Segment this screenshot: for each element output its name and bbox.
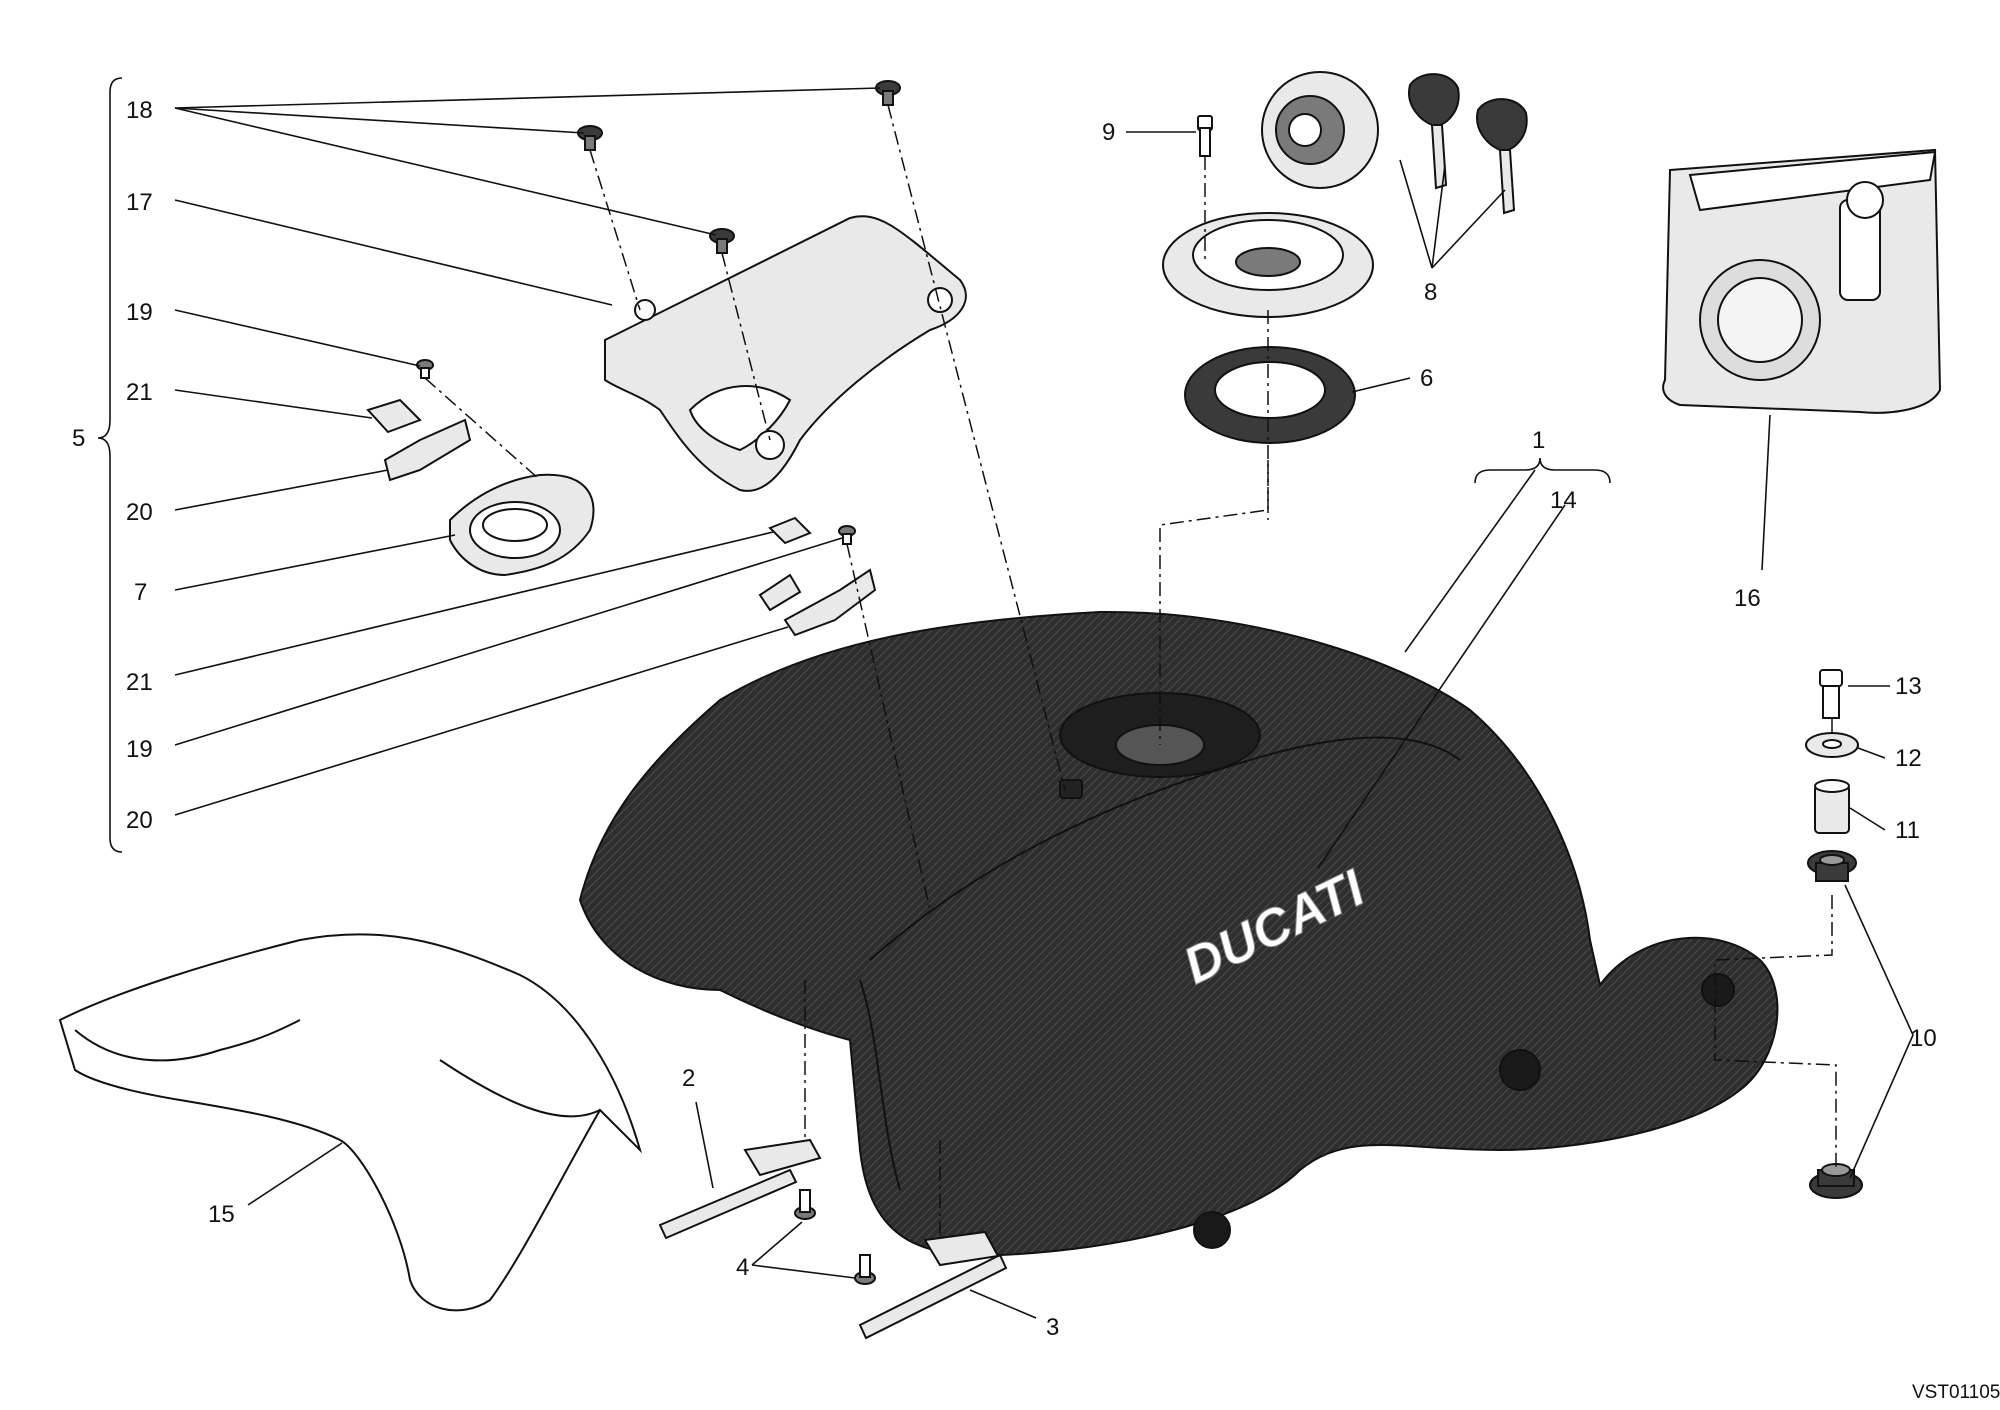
callout-9: 9 [1102,119,1115,146]
screw-4-a [794,1189,816,1220]
screw-19-lower [838,525,856,545]
callout-6: 6 [1420,365,1433,392]
clip-21-upper [366,398,422,434]
drawing-code: VST01105 [1912,1382,2000,1403]
callout-8: 8 [1424,279,1437,306]
callout-17: 17 [126,189,153,216]
screw-18-a [577,125,603,151]
ignition-key-1 [1408,73,1460,190]
callout-11: 11 [1895,817,1920,844]
grommet-10-bottom [1809,1163,1863,1199]
callout-10: 10 [1910,1025,1937,1052]
callout-1: 1 [1532,427,1545,454]
cap-gasket [1184,346,1356,444]
spacer-11 [1814,779,1850,834]
fuel-tank: DUCATI [578,610,1779,1257]
callout-18: 18 [126,97,153,124]
callout-20-upper: 20 [126,499,153,526]
grommet-10-top [1807,850,1857,882]
callout-19-upper: 19 [126,299,153,326]
callout-21-upper: 21 [126,379,153,406]
fuel-pump-module [1662,148,1942,414]
callout-2: 2 [682,1065,695,1092]
clip-21-lower [768,516,812,545]
callout-3: 3 [1046,1314,1059,1341]
screw-18-b [709,228,735,254]
bracket-at-tank [758,573,802,612]
spring-clip [449,473,595,577]
bracket-20-upper [383,418,472,482]
ignition-key-2 [1476,98,1528,215]
callout-12: 12 [1895,745,1922,772]
callout-21-lower: 21 [126,669,153,696]
pin-3 [858,1230,1008,1340]
group-5-bracket [97,77,123,853]
screw-9 [1197,115,1213,157]
callout-4: 4 [736,1254,749,1281]
washer-12 [1805,732,1859,758]
pin-2 [658,1138,822,1240]
callout-14: 14 [1550,487,1577,514]
callout-5: 5 [72,425,85,452]
screw-13 [1819,669,1843,719]
leader-lines [174,87,1914,1319]
callout-19-lower: 19 [126,736,153,763]
callout-15: 15 [208,1201,235,1228]
callout-16: 16 [1734,585,1761,612]
callout-13: 13 [1895,673,1922,700]
screw-18-c [875,80,901,106]
filler-cap [1162,71,1379,318]
callout-7: 7 [134,579,147,606]
screw-19-upper [416,359,434,379]
callout-20-lower: 20 [126,807,153,834]
tank-cover [58,933,643,1312]
bracket-20-lower [783,568,877,637]
shield-plate [604,215,967,492]
callout-labels: 18 17 19 21 5 20 7 21 19 20 9 8 6 1 14 1… [72,97,1937,1341]
screw-4-b [854,1254,876,1285]
